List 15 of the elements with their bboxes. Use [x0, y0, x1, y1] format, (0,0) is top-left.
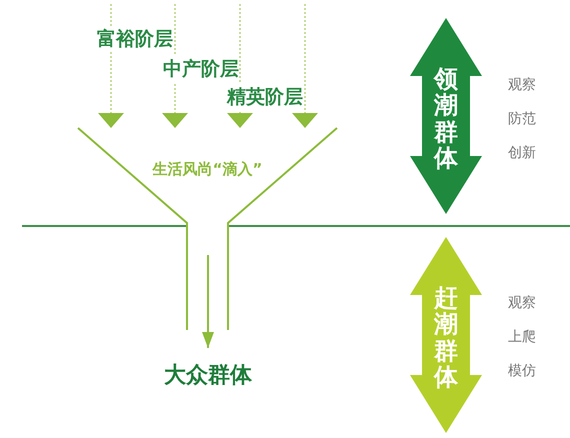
action-word: 观察 [508, 294, 536, 312]
class-label: 精英阶层 [227, 84, 303, 110]
class-label: 富裕阶层 [97, 26, 173, 52]
action-word: 创新 [508, 144, 536, 162]
funnel-caption: 生活风尚“滴入” [151, 160, 264, 179]
action-word: 上爬 [508, 328, 536, 346]
class-label: 中产阶层 [163, 56, 239, 82]
action-word: 防范 [508, 110, 536, 128]
arrow [292, 4, 318, 128]
arrow [202, 255, 214, 348]
action-word: 模仿 [508, 362, 536, 380]
group-label: 领潮群体 [434, 66, 458, 172]
action-word: 观察 [508, 76, 536, 94]
group-label: 赶潮群体 [434, 285, 458, 391]
group-label: 大众群体 [164, 362, 252, 390]
